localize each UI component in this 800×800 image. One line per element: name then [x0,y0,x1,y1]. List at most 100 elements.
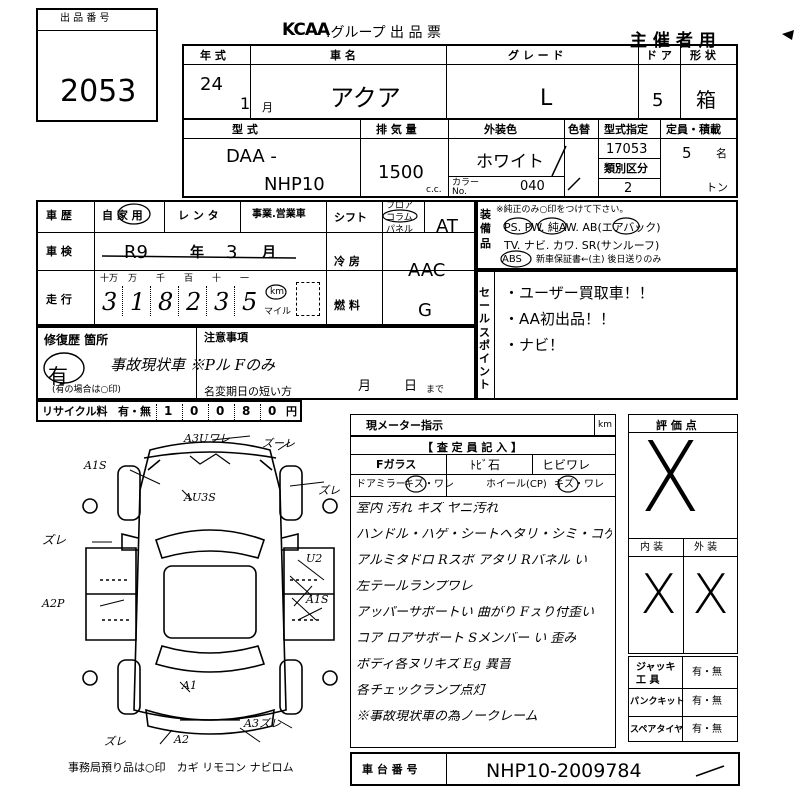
chassis-box [350,752,740,786]
repair-label: 修復歴 箇所 [44,333,109,347]
inspector-note-line: アルミタドロ Rスポ アタリ Rバネル い [356,554,587,567]
shift-label: シフト [334,211,367,224]
car-name-label: 車 名 [330,49,356,62]
grade-value: L [540,86,553,111]
doors-label: ド ア [646,49,672,62]
grade-label: グ レ ー ド [508,49,564,62]
puncture-label: パンクキット [630,697,685,707]
deadline-label: 名変期日の短い方 [204,385,292,398]
mileage-label: 走 行 [46,293,72,306]
inspector-note-line: コア ロアサポート Sメンバー い 歪み [356,632,577,645]
displacement-unit: c.c. [426,185,442,195]
year-value: 24 [200,74,223,95]
inspector-note-line: アッパーサポートい 曲がり Fㇲり付歪い [356,606,595,619]
history-circle [117,203,151,225]
mileage-digit-label: 百 [184,274,194,284]
aircon-label: 冷 房 [334,255,360,268]
body-value: 箱 [696,88,716,112]
inspector-box [350,436,616,748]
body-label: 形 状 [690,49,716,62]
recycle-box [36,400,302,422]
score-label: 評 価 点 [656,419,697,432]
doors-value: 5 [652,90,664,111]
corner-icon [782,30,794,40]
office-items: 事務局預り品は○印 カギ リモコン ナビロム [68,761,294,774]
sales-point-item-2: ・AA初出品！！ [504,310,615,328]
month-unit: 月 [262,101,273,114]
inspector-note-line: ハンドル・ハゲ・シートヘタリ・シミ・コゲ穴 [356,528,612,541]
deadline-month: 月 [358,379,372,394]
repair-note: (有の場合は○印) [52,385,121,395]
exterior-color: ホワイト [476,152,544,172]
inspector-title: 【 査 定 員 記 入 】 [422,441,522,454]
inspector-note-line: 各チェックランプ点灯 [356,684,486,697]
equipment-line3: 新車保証書←(主) 後日送りのみ [536,255,662,265]
jack-label: ジャッキ 工 具 [636,662,676,686]
lot-number: 2053 [60,74,137,109]
sales-point-box [476,270,738,400]
model-label: 型 式 [232,123,258,136]
sales-point-label: セールスポイント [479,286,490,392]
score-value: X [640,420,701,535]
mileage-digit: 3 [214,288,230,316]
tools-box [628,656,738,742]
chassis-label: 車 台 番 号 [362,763,418,776]
diagram-mark-front-right: ズーレ [262,437,295,450]
puncture-value: 有・無 [692,696,722,707]
load-unit: トン [706,181,728,194]
wheel-label: ホイール(CP) [486,479,547,490]
inspector-note-line: 室内 汚れ キズ ヤニ汚れ [356,502,499,515]
recycle-unit: 円 [286,405,297,418]
shift-value: AT [436,216,458,237]
aircon-value: AAC [408,260,446,281]
history-private: 自 家 用 [102,209,143,222]
history-table [36,200,476,326]
chassis-stroke [695,765,725,777]
wheel-value: キズ・ワレ [554,479,604,490]
copy-label: 主 催 者 用 [630,31,716,51]
mileage-digit-label: 万 [128,274,138,284]
mileage-digit: 8 [158,288,174,316]
business-label: 事業.営業車 [252,209,306,220]
meter-box [350,414,616,436]
fuel-value: G [418,300,432,321]
model-code: NHP10 [264,174,325,195]
car-name: アクア [330,84,401,112]
displacement-label: 排 気 量 [376,123,417,136]
recycle-label: リサイクル料 [42,405,108,418]
km-circle [265,284,287,300]
mileage-digit: 5 [242,288,258,316]
recycle-digit: 8 [242,404,251,418]
interior-value: X [640,563,677,626]
caution-label: 注意事項 [204,331,248,344]
brand-logo: KCAA [282,20,330,40]
diagram-mark-hood: AU3S [184,491,216,504]
spare-value: 有・無 [692,724,722,735]
deadline-until: まで [426,385,445,395]
color-code: 040 [520,179,545,194]
type-designation: 17053 [606,142,648,157]
km-label: km [270,287,284,297]
shift-floor: フロア [386,201,414,211]
repair-circle [43,352,85,384]
capacity-value: 5 [682,144,692,162]
mileage-digit-label: 十 [212,274,222,284]
repair-handwritten: 事故現状車 ※Pル Fのみ [110,356,276,374]
diagram-mark-rear-bumper: A2 [174,733,189,746]
diagram-mark-right-rear: A1S [306,593,329,606]
shaken-month-unit: 月 [262,245,276,261]
sales-point-item-1: ・ユーザー買取車！！ [504,284,654,302]
exterior-color-label: 外装色 [484,123,517,136]
equipment-line2: TV. ナビ. カワ. SR(サンルーフ) [504,239,660,252]
capacity-label: 定員・積載 [666,123,721,136]
jack-value: 有・無 [692,667,722,678]
history-label: 車 歴 [46,209,72,222]
recycle-options: 有・無 [118,405,151,418]
diagram-mark-left-door: ズレ [42,533,67,547]
equipment-abs: ABS [502,254,522,265]
diagram-mark-rear-left: ズレ [104,735,126,748]
chassis-number: NHP10-2009784 [486,760,642,782]
spare-label: スペアタイヤ [630,725,684,735]
glass-crack: ヒビワレ [542,458,591,472]
sales-point-item-3: ・ナビ！ [504,336,565,354]
